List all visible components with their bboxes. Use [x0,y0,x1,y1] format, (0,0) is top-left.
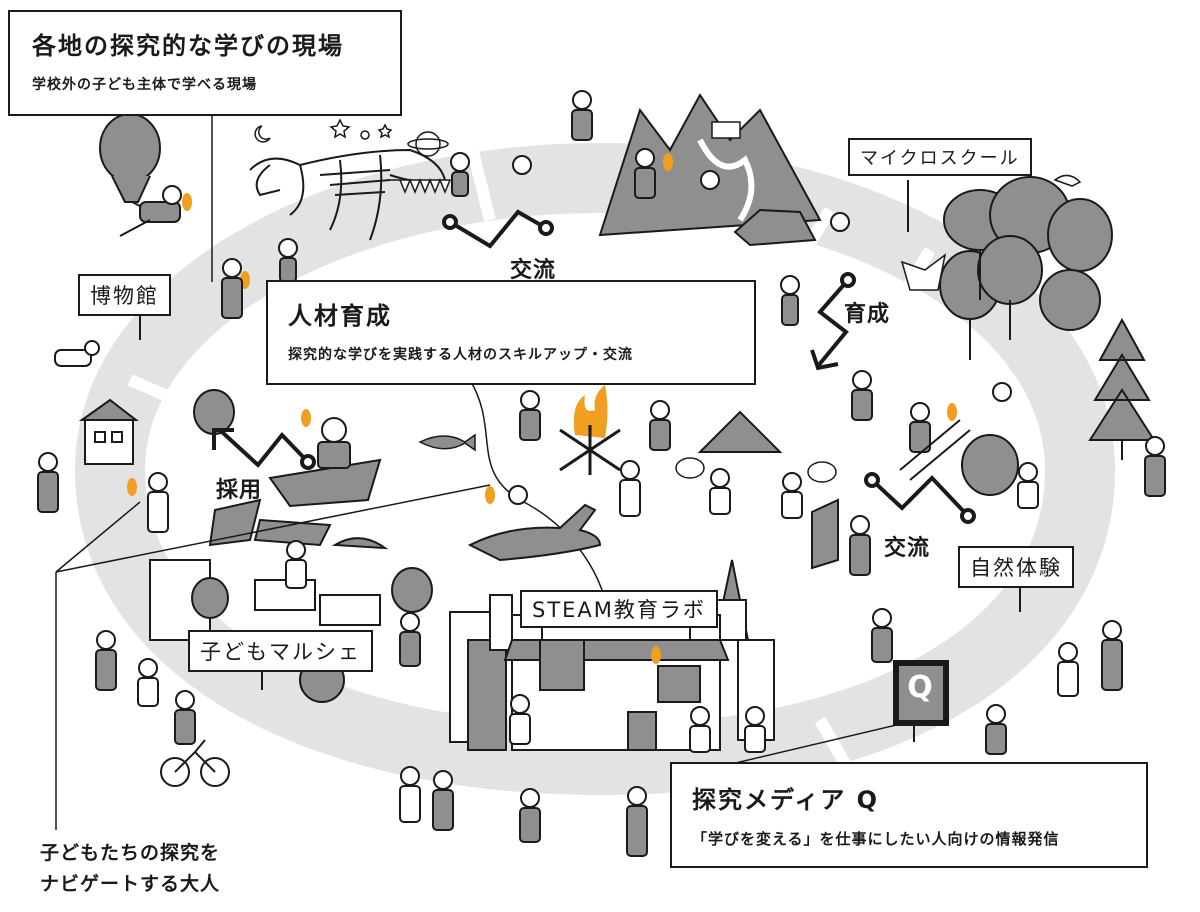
fish [418,433,476,452]
origami [900,253,947,291]
sign-steam-lab: STEAM教育ラボ [520,590,718,628]
kid-with-torch [119,185,192,237]
door [811,498,839,570]
navigator-note: 子どもたちの探究を ナビゲートする大人 [40,838,220,900]
forest [939,176,1156,496]
boat [268,417,382,508]
sign-nature: 自然体験 [958,546,1074,588]
callout-title: 各地の探究的な学びの現場 [32,32,344,60]
mountain [598,93,822,237]
campfire [559,385,621,475]
tree-trunks [969,250,1123,460]
speech-bubbles [675,457,837,483]
car [733,208,817,247]
airplane [467,503,602,562]
sign-micro-school: マイクロスクール [848,138,1032,176]
planet-icon [407,131,449,157]
ladder [899,419,971,481]
flow-arrow-koryu-right [864,472,976,524]
flow-label-koryu-top: 交流 [510,258,557,283]
flow-arrow-koryu-top [442,209,554,249]
torch-icons [127,153,957,664]
leader-lines [55,484,491,830]
navigator-note-line1: 子どもたちの探究を [40,842,221,864]
hot-air-balloon [99,113,161,211]
callout-title: 探究メディア Q [692,786,880,814]
city-buildings [449,559,775,751]
house [78,398,139,465]
callout-media: 探究メディア Q 「学びを変える」を仕事にしたい人向けの情報発信 [670,762,1148,868]
star-icons [329,118,393,140]
marche-stalls [149,498,389,641]
dinosaur-skeleton [249,148,446,241]
moon-icon [254,125,271,143]
flow-label-ikusei: 育成 [844,302,891,327]
callout-title: 人材育成 [288,302,392,330]
bicycle [160,739,230,787]
tent [697,410,783,453]
callout-subtitle: 探究的な学びを実践する人材のスキルアップ・交流 [288,347,633,363]
sign-marche: 子どもマルシェ [188,630,373,672]
flow-label-saiyo: 採用 [216,478,263,503]
dog [54,340,100,367]
flow-arrow-saiyo [212,428,316,470]
navigator-note-line2: ナビゲートする大人 [40,873,221,895]
people [37,90,1166,857]
callout-jinzai: 人材育成 探究的な学びを実践する人材のスキルアップ・交流 [266,280,756,385]
ring-path [74,142,1116,796]
callout-genba: 各地の探究的な学びの現場 学校外の子ども主体で学べる現場 [8,10,402,116]
flow-arrow-ikusei [810,272,856,371]
callout-subtitle: 「学びを変える」を仕事にしたい人向けの情報発信 [692,830,1060,848]
callout-subtitle: 学校外の子ども主体で学べる現場 [32,77,257,93]
flow-label-koryu-right: 交流 [884,536,931,561]
bird [1053,174,1082,187]
museum-pennants [390,178,452,194]
sign-q: Q [893,660,949,726]
sign-museum: 博物館 [78,274,171,316]
